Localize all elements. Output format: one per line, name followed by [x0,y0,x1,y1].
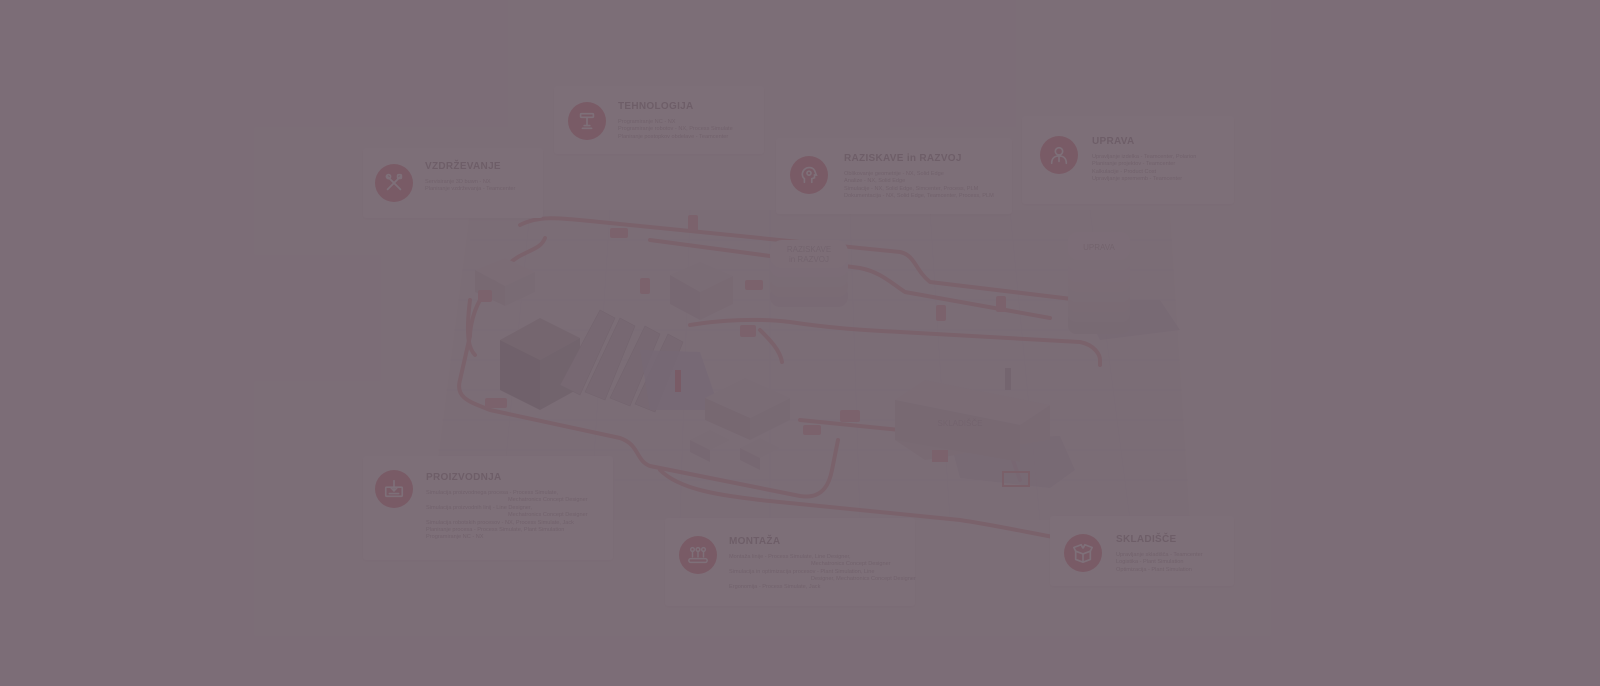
manager-icon [1040,136,1078,174]
card-title: MONTAŽA [729,536,781,547]
card-line: Optimizacija - Plant Simulation [1116,566,1192,573]
card-line: Programiranje robotov - NX, Process Simu… [618,126,733,133]
card-lines: Montaža linije - Process Simulate, Line … [729,554,916,591]
card-lines: Upravljanje skladišča - Teamcenter Logis… [1116,552,1203,574]
card-line: Kalkulacije - Product Cost [1092,168,1157,175]
card-uprava: UPRAVA Upravljanje izdelka - Teamcenter,… [1022,116,1234,204]
card-line: Logistika - Plant Simulation [1116,559,1184,566]
card-lines: Servisiranje 3D buwn - NX Planiranje vzd… [425,179,515,194]
card-line: Dokumentacija - NX, Solid Edge, Teamcent… [844,193,994,200]
card-line: Mechatronics Concept Designer [508,512,588,519]
card-line: Upravljanje izdelka - Teamcenter, Polari… [1092,154,1197,160]
card-skladisce: SKLADIŠČE Upravljanje skladišča - Teamce… [1050,516,1234,586]
card-proizvodnja: PROIZVODNJA Simulacija proizvodnega proc… [363,456,613,560]
card-line: Programiranje NC - NX [618,119,676,125]
card-line: Planiranje postopkov obdelave - Teamcent… [618,133,729,140]
card-title: UPRAVA [1092,136,1135,147]
cnc-spindle-icon [568,102,606,140]
card-line: Servisiranje 3D buwn - NX [425,179,491,185]
card-montaza: MONTAŽA Montaža linije - Process Simulat… [665,518,916,606]
card-lines: Upravljanje izdelka - Teamcenter, Polari… [1092,154,1196,184]
card-vzdrzevanje: VZDRŽEVANJE Servisiranje 3D buwn - NX Pl… [363,148,543,218]
card-raziskave-in-razvoj: RAZISKAVE in RAZVOJ Oblikovanje geometri… [776,138,1012,214]
card-line: Upravljanje skladišča - Teamcenter [1116,552,1203,558]
card-line: Simulacije - NX, Solid Edge, Simcenter, … [844,185,979,192]
card-lines: Simulacija proizvodnega procesa - Proces… [426,490,588,542]
rnd-building-label-1: RAZISKAVE [787,245,831,254]
card-line: Mechatronics Concept Designer [811,561,891,568]
warehouse-building-label: SKLADIŠČE [938,419,983,428]
tools-icon [375,164,413,202]
card-lines: Oblikovanje geometrije - NX, Solid Edge … [844,171,994,201]
card-line: Simulacija in optimizacija procesov - Pl… [729,568,875,575]
card-line: Simulacija proizvodnega procesa - Proces… [426,490,559,496]
card-line: Programiranje NC - NX [426,534,484,541]
card-line: Simulacija proizvodnih linij - Line Desi… [426,504,533,511]
card-line: Oblikovanje geometrije - NX, Solid Edge [844,171,944,177]
card-line: Planiranje vzdrževanja - Teamcenter [425,186,516,193]
card-line: Planiranje procesa - Process Simulate, P… [426,527,565,534]
card-title: TEHNOLOGIJA [618,101,694,112]
production-machine-icon [375,470,413,508]
card-line: Ergonomija - Process Simulate, Jack [729,583,821,590]
card-tehnologija: TEHNOLOGIJA Programiranje NC - NX Progra… [554,86,764,154]
card-title: RAZISKAVE in RAZVOJ [844,153,962,164]
card-title: PROIZVODNJA [426,472,502,483]
card-line: Designer, Mechatronics Concept Designer [811,576,916,583]
rnd-building-label-2: in RAZVOJ [789,255,829,264]
card-line: Planiranje projektov - Teamcenter [1092,161,1176,168]
card-lines: Programiranje NC - NX Programiranje robo… [618,119,733,141]
card-line: Montaža linije - Process Simulate, Line … [729,554,851,560]
card-line: Simulacija robotskih procesov - NX, Proc… [426,519,574,526]
rnd-building: RAZISKAVE in RAZVOJ [770,240,848,307]
card-title: SKLADIŠČE [1116,534,1177,545]
card-line: Mechatronics Concept Designer [508,497,588,504]
card-title: VZDRŽEVANJE [425,161,501,172]
admin-tower-label: UPRAVA [1083,243,1115,252]
brain-gear-icon [790,156,828,194]
card-line: Analize - NX, Solid Edge [844,178,906,185]
conveyor-assembly-icon [679,536,717,574]
open-box-icon [1064,534,1102,572]
card-line: Upravljanje sprememb - Teamcenter [1092,176,1183,183]
